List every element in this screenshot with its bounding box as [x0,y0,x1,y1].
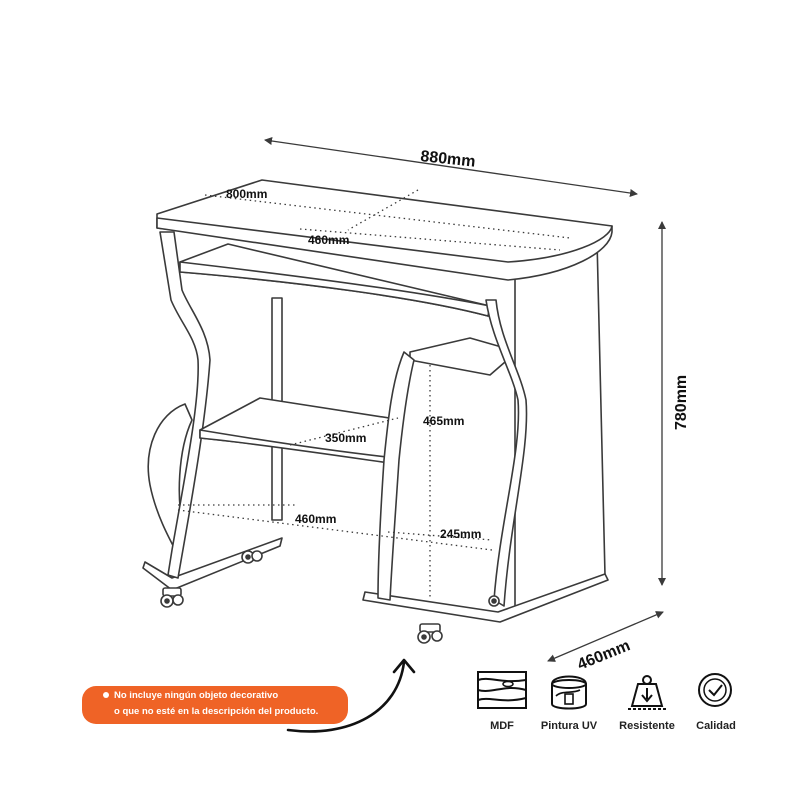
wood-grain-icon [477,671,527,709]
dimension-arrows [264,137,666,662]
notice-line-1: No incluye ningún objeto decorativo [114,690,278,701]
paint-can-icon [551,675,587,710]
feature-mdf: MDF [477,671,527,732]
caster-back-right [488,595,500,607]
feature-label-mdf: MDF [490,720,514,732]
notice-banner: No incluye ningún objeto decorativo o qu… [82,686,348,724]
guide-460-top [299,228,561,251]
dotted-guides [177,189,571,600]
dim-460-depth: 460mm [575,637,633,673]
feature-pintura-uv: Pintura UV [541,675,598,732]
weight-icon [628,675,666,710]
feature-label-pintura-uv: Pintura UV [541,720,598,732]
guide-800 [204,194,571,239]
feature-resistente: Resistente [619,675,675,732]
feature-label-calidad: Calidad [696,720,736,732]
dim-880: 880mm [420,148,477,171]
guide-depth [347,189,419,231]
cabinet-top-shelf [409,337,506,376]
left-base [142,537,283,591]
desk-top-front-edge [156,217,613,281]
caster-front-right [417,623,443,644]
feature-list: MDF Pintura UV Resistente [477,671,736,732]
guide-350 [289,417,399,446]
notice-line-2: o que no esté en la descripción del prod… [114,706,318,717]
notice-background [82,686,348,724]
right-base [362,573,609,623]
arrow-460-depth [547,611,664,662]
keyboard-tray-front [179,261,491,317]
caster-front-left [160,587,184,608]
dim-460-tray: 460mm [308,233,349,247]
notice-bullet-icon [103,692,109,698]
right-back-panel [514,239,606,611]
curved-arrow-icon [286,658,416,733]
dim-465: 465mm [423,414,464,428]
left-leg [159,231,211,579]
caster-back-left [241,550,263,564]
dim-350: 350mm [325,431,366,445]
arrow-880 [264,137,638,197]
dim-460-base: 460mm [295,512,336,526]
dim-800: 800mm [226,187,267,201]
casters [160,550,500,644]
desk-illustration [142,179,613,623]
right-inner-panel [485,299,528,607]
feature-calidad: Calidad [696,673,736,732]
feature-label-resistente: Resistente [619,720,675,732]
right-front-panel [377,351,415,601]
dim-245: 245mm [440,527,481,541]
quality-check-icon [698,673,732,707]
dim-780: 780mm [673,375,690,430]
